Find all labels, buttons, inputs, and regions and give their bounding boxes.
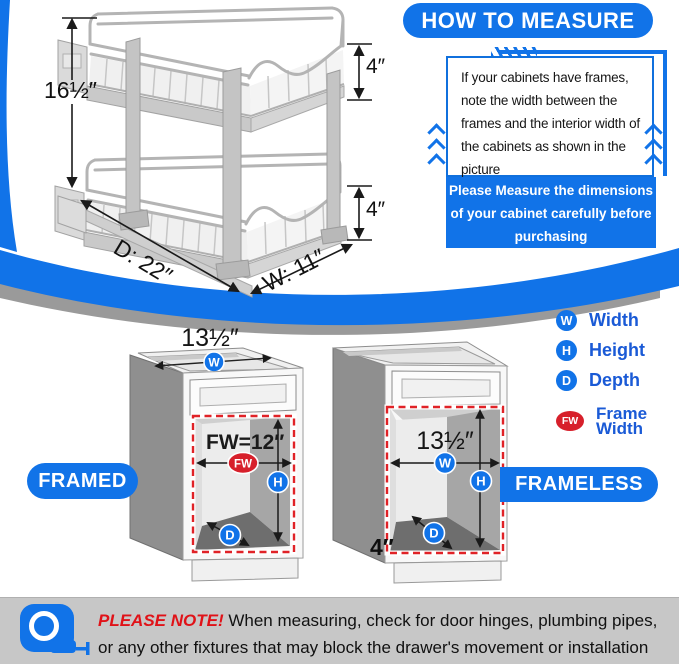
tier-bottom-clearance-label: 4″ (366, 198, 386, 221)
frameless-interior-width-label: 13½″ (416, 427, 474, 455)
depth-badge-letter: D (429, 526, 438, 541)
legend-label: Frame Width (596, 404, 648, 438)
legend-row-width: W Width (556, 310, 660, 331)
depth-badge: D (556, 370, 577, 391)
width-badge-letter: W (439, 456, 452, 471)
depth-badge-letter: D (225, 528, 234, 543)
note-bar (0, 597, 679, 664)
depth-badge (422, 521, 446, 545)
frame-width-badge (227, 451, 259, 475)
width-badge (433, 451, 457, 475)
rack-diagram: 16½″ 4″ 4″ D: 22″ W: 11″ (44, 6, 386, 298)
rack-height-label: 16½″ (44, 77, 97, 103)
cabinet-left-panel (332, 347, 386, 564)
width-badge-letter: W (208, 356, 220, 370)
frame-width-badge: FW (556, 411, 584, 431)
chevron-up-icon (644, 153, 663, 172)
height-badge (469, 469, 493, 493)
frame-width-value: FW=12″ (206, 431, 284, 454)
please-note-body: When measuring, check for door hinges, p… (98, 611, 658, 657)
toe-kick (393, 560, 502, 584)
depth-badge (218, 523, 242, 547)
framed-top-width-label: 13½″ (181, 324, 239, 352)
rack-tier (57, 6, 345, 133)
hatch-decoration (491, 47, 537, 57)
legend-row-frame-width: FW Frame Width (556, 404, 660, 438)
tape-measure-icon (20, 604, 90, 655)
frame-width-badge-letters: FW (234, 459, 252, 471)
legend-row-height: H Height (556, 340, 660, 361)
tier-top-clearance-label: 4″ (366, 55, 386, 78)
height-badge: H (556, 340, 577, 361)
swoosh-gray (0, 270, 660, 335)
height-badge-letter: H (476, 474, 485, 489)
dimension-lines (62, 17, 372, 295)
framed-label: FRAMED (27, 463, 138, 499)
frames-info-text: If your cabinets have frames, note the w… (446, 56, 654, 177)
toe-height-label: 4″ (370, 534, 394, 560)
chevrons-right (644, 123, 663, 172)
cabinet-left-panel (129, 354, 184, 561)
edge-sliver (0, 0, 17, 252)
framed-opening-outline (191, 414, 296, 554)
swoosh-blue (0, 248, 679, 326)
please-measure-box: Please Measure the dimensions of your ca… (446, 177, 656, 248)
width-badge: W (556, 310, 577, 331)
how-to-measure-title: HOW TO MEASURE (403, 3, 653, 38)
height-badge (266, 470, 290, 494)
frameless-label: FRAMELESS (500, 467, 658, 502)
legend-label: Depth (589, 370, 640, 390)
info-box-offset-border (500, 50, 667, 176)
framed-cabinet-diagram: 13½″ W FW=12″ FW H D (129, 324, 304, 582)
legend-row-depth: D Depth (556, 370, 660, 391)
chevrons-left (427, 123, 446, 172)
chevron-up-icon (427, 153, 446, 172)
legend-label: Height (589, 340, 645, 360)
frameless-cabinet-diagram: 13½″ W H D 4″ (332, 341, 509, 584)
please-note-text: PLEASE NOTE! When measuring, check for d… (98, 607, 668, 661)
toe-kick (191, 557, 299, 582)
legend-label: Width (589, 310, 639, 330)
height-badge-letter: H (273, 475, 282, 490)
please-note-title: PLEASE NOTE! (98, 611, 224, 630)
measurement-legend: W Width H Height D Depth FW Frame Width (556, 310, 660, 438)
